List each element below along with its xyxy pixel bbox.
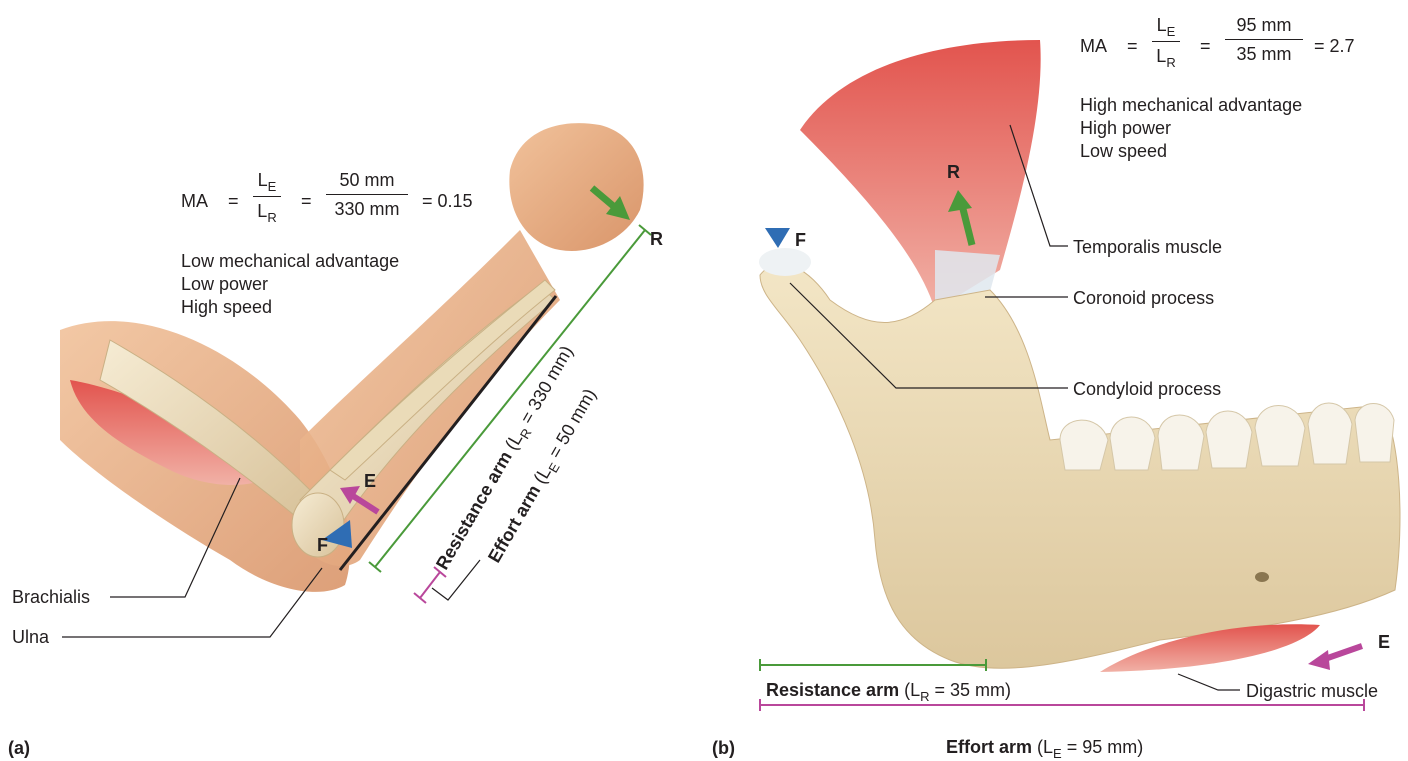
brachialis-label: Brachialis: [12, 586, 90, 608]
ratio-den-sub-a: R: [267, 210, 276, 225]
digastric-label: Digastric muscle: [1246, 680, 1378, 702]
note-a-1: Low mechanical advantage: [181, 250, 399, 272]
resistance-arm-sub-b: R: [920, 689, 929, 704]
temporalis-label: Temporalis muscle: [1073, 236, 1222, 258]
resistance-marker-a: R: [650, 229, 663, 250]
resistance-marker-b: R: [947, 162, 960, 183]
value-num-b: 95 mm: [1225, 13, 1303, 37]
ma-eq1-b: =: [1127, 35, 1138, 57]
effort-arm-label-b: Effort arm (LE = 95 mm): [946, 736, 1143, 760]
ma-result-b: = 2.7: [1314, 35, 1355, 57]
ratio-den-a: L: [257, 201, 267, 221]
ma-eq1-a: =: [228, 190, 239, 212]
value-den-b: 35 mm: [1225, 42, 1303, 66]
note-b-1: High mechanical advantage: [1080, 94, 1302, 116]
ratio-num-sub-b: E: [1167, 24, 1176, 39]
ma-result-a: = 0.15: [422, 190, 473, 212]
ratio-num-a: L: [258, 170, 268, 190]
note-a-3: High speed: [181, 296, 272, 318]
value-num-a: 50 mm: [326, 168, 408, 192]
panel-a-label: (a): [8, 737, 30, 759]
fulcrum-triangle-b: [765, 228, 790, 248]
fist: [509, 123, 643, 251]
ratio-fraction-b: LE LR: [1152, 13, 1180, 70]
ratio-num-b: L: [1157, 15, 1167, 35]
effort-marker-a: E: [364, 471, 376, 492]
digastric-leader: [1178, 674, 1240, 690]
resistance-arm-label-b: Resistance arm (LR = 35 mm): [766, 679, 1011, 703]
fulcrum-marker-a: F: [317, 535, 328, 556]
ma-eq2-a: =: [301, 190, 312, 212]
note-b-3: Low speed: [1080, 140, 1167, 162]
condyloid-label: Condyloid process: [1073, 378, 1221, 400]
effort-marker-b: E: [1378, 632, 1390, 653]
effort-arm-bracket-a: [414, 567, 446, 603]
value-den-a: 330 mm: [326, 197, 408, 221]
ratio-den-b: L: [1156, 46, 1166, 66]
fulcrum-marker-b: F: [795, 230, 806, 251]
effort-arm-title-b: Effort arm: [946, 737, 1032, 757]
mental-foramen: [1255, 572, 1269, 582]
ratio-den-sub-b: R: [1166, 55, 1175, 70]
value-fraction-a: 50 mm 330 mm: [326, 168, 408, 221]
ulna-label: Ulna: [12, 626, 49, 648]
resistance-arm-title-b: Resistance arm: [766, 680, 899, 700]
effort-arm-value-b: = 95 mm): [1062, 737, 1144, 757]
coronoid-label: Coronoid process: [1073, 287, 1214, 309]
effort-arm-prefix-b: (L: [1032, 737, 1053, 757]
ratio-fraction-a: LE LR: [253, 168, 281, 225]
value-fraction-b: 95 mm 35 mm: [1225, 13, 1303, 66]
note-a-2: Low power: [181, 273, 268, 295]
ma-prefix-a: MA: [181, 190, 208, 212]
note-b-2: High power: [1080, 117, 1171, 139]
effort-arrow-b: [1308, 646, 1362, 670]
ma-eq2-b: =: [1200, 35, 1211, 57]
temporalis-muscle: [800, 40, 1041, 310]
resistance-arm-prefix-b: (L: [899, 680, 920, 700]
resistance-arm-value-b: = 35 mm): [929, 680, 1011, 700]
panel-b-label: (b): [712, 737, 735, 759]
ratio-num-sub-a: E: [268, 179, 277, 194]
condyle: [759, 248, 811, 276]
ma-prefix-b: MA: [1080, 35, 1107, 57]
